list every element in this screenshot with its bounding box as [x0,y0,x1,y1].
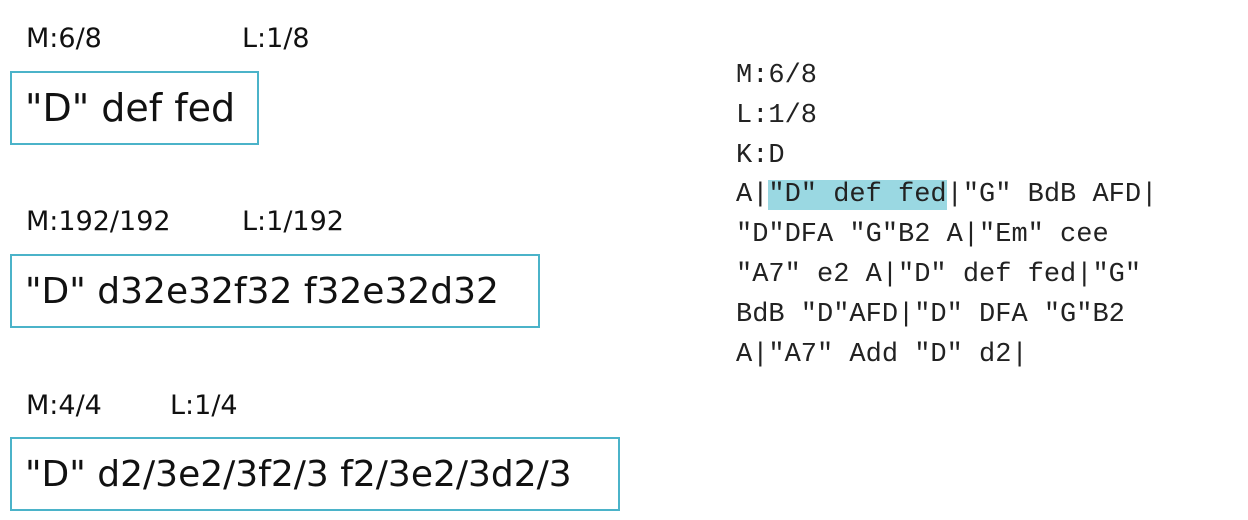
code-line-length: L:1/8 [736,100,818,131]
notation-box-2: "D" d32e32f32 f32e32d32 [10,254,540,328]
code-line-5: "A7" e2 A|"D" def fed|"G" [736,259,1142,290]
notation-box-3: "D" d2/3e2/3f2/3 f2/3e2/3d2/3 [10,437,620,511]
code-line-3-post: |"G" BdB AFD| [946,180,1158,211]
code-line-4: "D"DFA "G"B2 A|"Em" cee [736,220,1109,251]
code-line-3: A|"D" def fed|"G" BdB AFD| [736,176,1157,216]
notation-text-2: "D" d32e32f32 f32e32d32 [25,270,499,312]
length-label-1: L:1/8 [242,23,310,54]
code-line-6: BdB "D"AFD|"D" DFA "G"B2 [736,299,1125,330]
code-line-meter: M:6/8 [736,61,818,91]
code-line-key: K:D [736,140,785,171]
notation-text-3: "D" d2/3e2/3f2/3 f2/3e2/3d2/3 [25,453,572,495]
meter-label-2: M:192/192 [26,206,171,237]
length-label-3: L:1/4 [170,390,238,421]
notation-text-1: "D" def fed [25,86,236,130]
notation-box-1: "D" def fed [10,71,259,145]
meter-label-1: M:6/8 [26,23,102,54]
code-line-7: A|"A7" Add "D" d2| [736,339,1028,370]
meter-label-3: M:4/4 [26,390,102,421]
length-label-2: L:1/192 [242,206,344,237]
code-line-3-pre: A| [736,180,769,211]
highlighted-measure: "D" def fed [768,180,947,211]
